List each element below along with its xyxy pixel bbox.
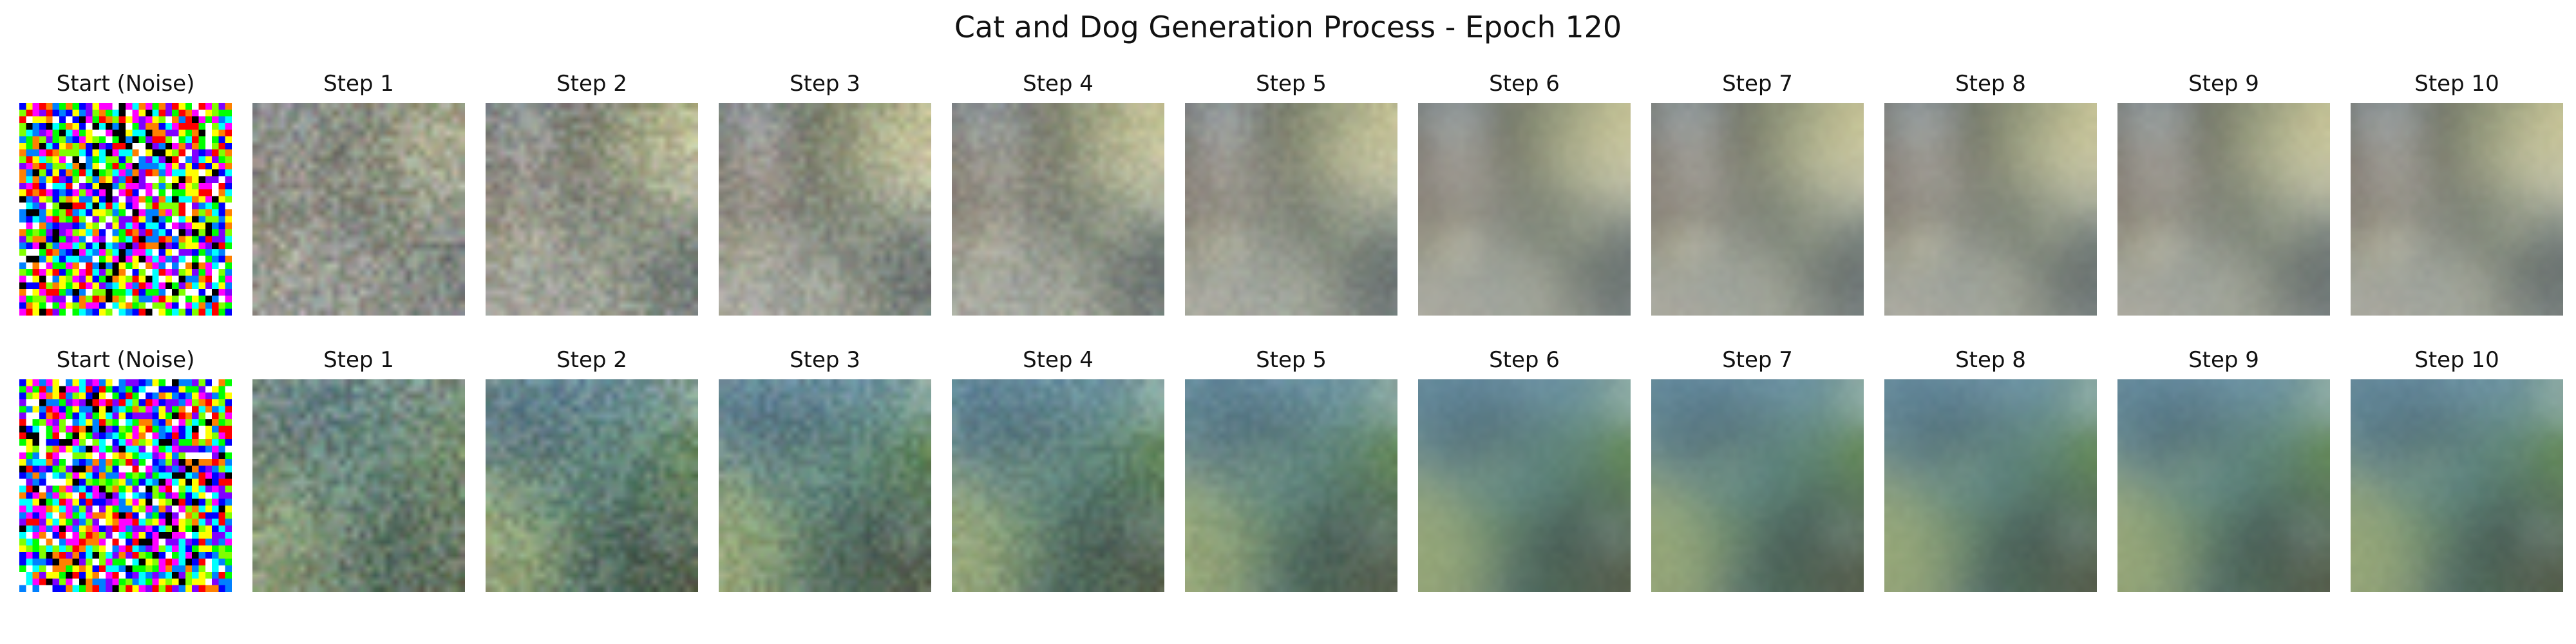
panel-title: Step 10 xyxy=(2414,71,2499,97)
panel-title: Step 9 xyxy=(2188,71,2259,97)
panel-title: Step 3 xyxy=(790,71,860,97)
generated-image xyxy=(252,379,465,592)
generated-image xyxy=(2117,103,2330,316)
panel-title: Step 7 xyxy=(1722,347,1793,373)
panel-title: Step 6 xyxy=(1489,71,1560,97)
panel-title: Step 1 xyxy=(323,71,394,97)
generated-image xyxy=(952,103,1164,316)
generated-image xyxy=(1185,379,1397,592)
panel-title: Start (Noise) xyxy=(56,71,195,97)
figure-title: Cat and Dog Generation Process - Epoch 1… xyxy=(954,10,1622,44)
generated-image xyxy=(1651,379,1864,592)
generated-image xyxy=(1418,103,1631,316)
panel-title: Step 8 xyxy=(1955,347,2026,373)
panel-title: Step 6 xyxy=(1489,347,1560,373)
noise-image xyxy=(19,103,232,316)
panel-title: Step 9 xyxy=(2188,347,2259,373)
generated-image xyxy=(719,103,931,316)
generated-image xyxy=(252,103,465,316)
generated-image xyxy=(952,379,1164,592)
panel-title: Step 1 xyxy=(323,347,394,373)
generated-image xyxy=(1651,103,1864,316)
panel-title: Step 2 xyxy=(556,347,627,373)
generated-image xyxy=(2351,379,2563,592)
panel-title: Step 2 xyxy=(556,71,627,97)
generated-image xyxy=(486,379,698,592)
generated-image xyxy=(2351,103,2563,316)
generated-image xyxy=(1884,103,2097,316)
generated-image xyxy=(1418,379,1631,592)
panel-title: Step 3 xyxy=(790,347,860,373)
panel-title: Step 5 xyxy=(1256,71,1327,97)
panel-title: Step 4 xyxy=(1023,347,1094,373)
generated-image xyxy=(2117,379,2330,592)
generated-image xyxy=(1884,379,2097,592)
generated-image xyxy=(1185,103,1397,316)
panel-title: Step 5 xyxy=(1256,347,1327,373)
panel-title: Step 8 xyxy=(1955,71,2026,97)
panel-title: Start (Noise) xyxy=(56,347,195,373)
generated-image xyxy=(486,103,698,316)
panel-title: Step 4 xyxy=(1023,71,1094,97)
generated-image xyxy=(719,379,931,592)
panel-title: Step 7 xyxy=(1722,71,1793,97)
panel-title: Step 10 xyxy=(2414,347,2499,373)
noise-image xyxy=(19,379,232,592)
